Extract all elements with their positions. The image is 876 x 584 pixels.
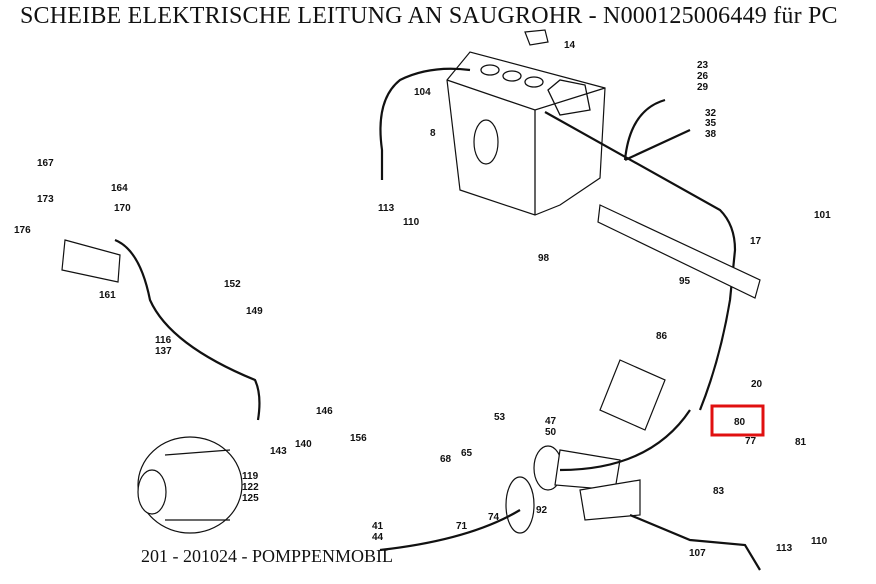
battery	[446, 29, 606, 216]
label-77: 77	[745, 436, 757, 447]
cable-107	[629, 513, 761, 571]
label-86: 86	[656, 331, 668, 342]
label-176: 176	[14, 225, 31, 236]
cable-32	[623, 98, 691, 161]
label-173: 173	[37, 194, 54, 205]
label-170: 170	[114, 203, 131, 214]
label-164: 164	[111, 183, 128, 194]
label-17: 17	[750, 236, 762, 247]
label-113-b: 113	[776, 543, 793, 554]
label-32: 32	[705, 108, 717, 119]
label-107: 107	[689, 548, 706, 559]
label-92: 92	[536, 505, 548, 516]
label-156: 156	[350, 433, 367, 444]
label-137: 137	[155, 346, 172, 357]
label-8: 8	[430, 128, 436, 139]
diagram-title: SCHEIBE ELEKTRISCHE LEITUNG AN SAUGROHR …	[20, 3, 838, 29]
diagram-footer: 201 - 201024 - POMPPENMOBIL	[141, 546, 394, 566]
label-44: 44	[372, 532, 384, 543]
label-143: 143	[270, 446, 287, 457]
label-74: 74	[488, 512, 500, 523]
label-95: 95	[679, 276, 691, 287]
label-116: 116	[155, 335, 172, 346]
bracket-95	[597, 204, 761, 299]
label-35: 35	[705, 118, 717, 129]
label-20: 20	[751, 379, 763, 390]
label-110-b: 110	[811, 536, 828, 547]
label-29: 29	[697, 82, 709, 93]
cable-41	[379, 509, 521, 552]
label-146: 146	[316, 406, 333, 417]
label-149: 149	[246, 306, 263, 317]
label-23: 23	[697, 60, 709, 71]
label-113-a: 113	[378, 203, 395, 214]
alternator	[137, 436, 243, 534]
label-167: 167	[37, 158, 54, 169]
label-47: 47	[545, 416, 557, 427]
cable-main	[559, 409, 691, 472]
relay-161	[61, 239, 121, 283]
label-152: 152	[224, 279, 241, 290]
cable-116	[114, 238, 261, 421]
label-26: 26	[697, 71, 709, 82]
label-38: 38	[705, 129, 717, 140]
label-83: 83	[713, 486, 725, 497]
label-41: 41	[372, 521, 384, 532]
starter	[505, 359, 666, 534]
label-65: 65	[461, 448, 473, 459]
label-122: 122	[242, 482, 259, 493]
label-119: 119	[242, 471, 259, 482]
label-161: 161	[99, 290, 116, 301]
label-81: 81	[795, 437, 807, 448]
label-14: 14	[564, 40, 576, 51]
label-98: 98	[538, 253, 550, 264]
cable-17	[544, 111, 737, 411]
label-125: 125	[242, 493, 259, 504]
cable-104	[379, 67, 471, 180]
label-104: 104	[414, 87, 431, 98]
label-68: 68	[440, 454, 452, 465]
label-101: 101	[814, 210, 831, 221]
highlight-box-80[interactable]	[710, 404, 765, 437]
label-71: 71	[456, 521, 468, 532]
label-50: 50	[545, 427, 557, 438]
label-80: 80	[734, 417, 746, 428]
label-140: 140	[295, 439, 312, 450]
label-110-a: 110	[403, 217, 420, 228]
label-53: 53	[494, 412, 506, 423]
